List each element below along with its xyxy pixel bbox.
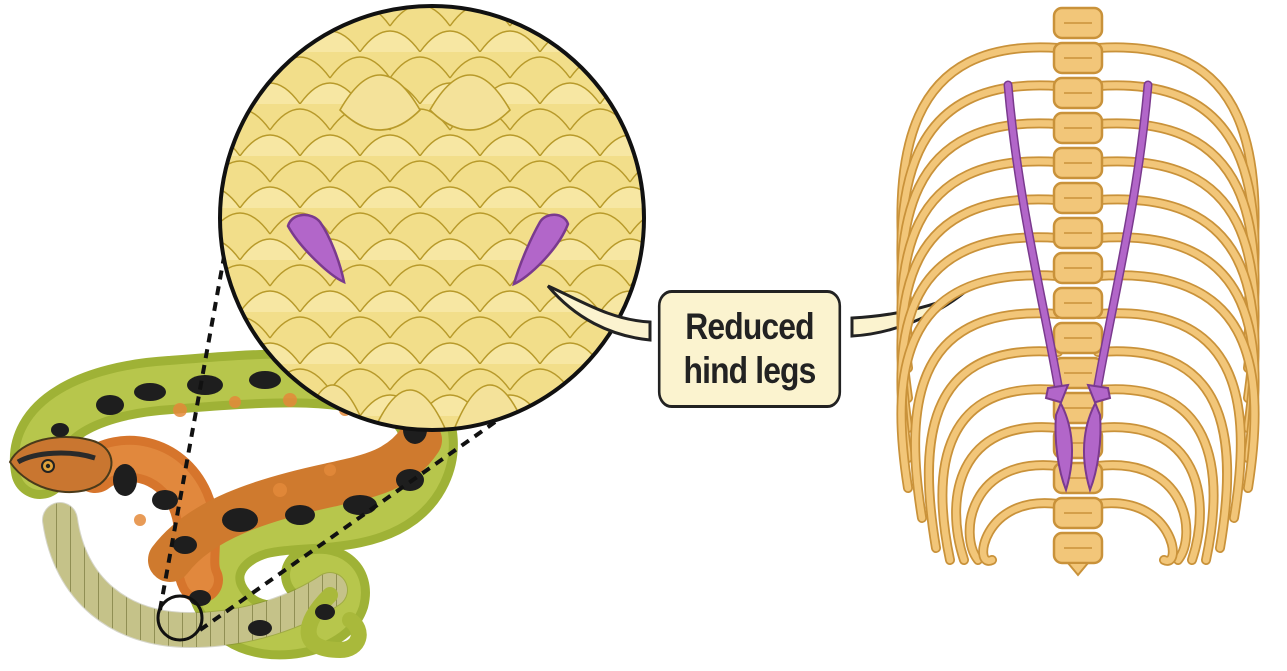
rib: [1098, 503, 1173, 561]
callout-line-1: Reduced: [685, 305, 813, 349]
spine-tip: [1068, 563, 1088, 575]
rib: [983, 503, 1058, 561]
callout-label: Reduced hind legs: [658, 290, 841, 408]
skeleton-illustration: [901, 8, 1254, 575]
callout-line-2: hind legs: [684, 349, 816, 393]
